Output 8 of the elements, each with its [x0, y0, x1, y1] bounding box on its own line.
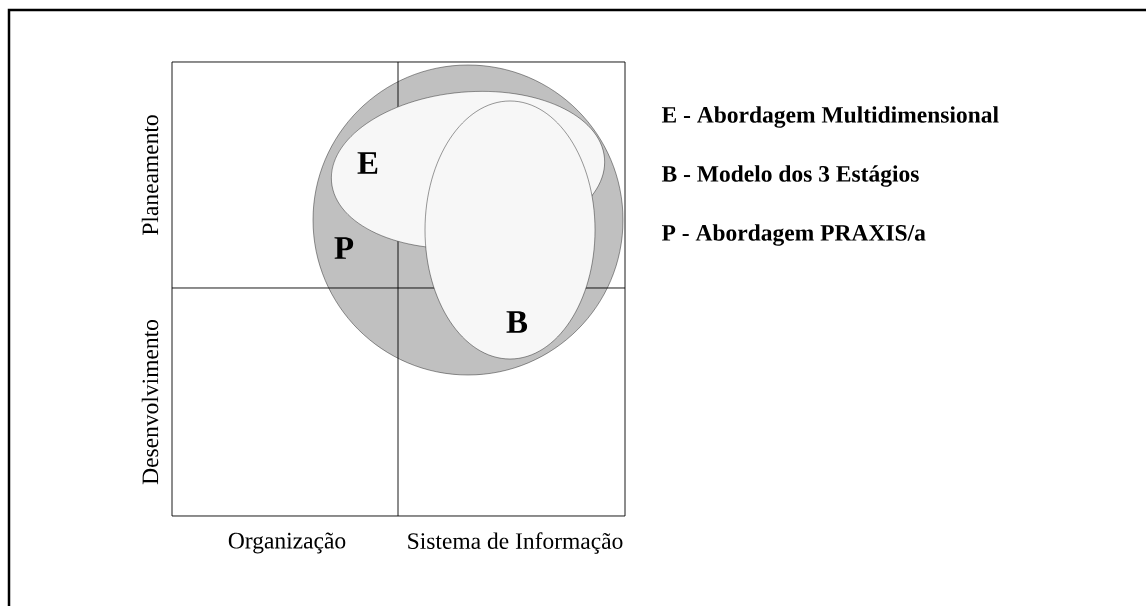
axis-label: Desenvolvimento — [141, 320, 159, 485]
legend-text: E - Abordagem Multidimensional — [661, 106, 999, 128]
axis-label: Organização — [228, 532, 346, 554]
axis-label: Sistema de Informação — [408, 532, 623, 554]
axis-label: Planeamento — [141, 115, 159, 235]
legend-text: B - Modelo dos 3 Estágios — [661, 165, 919, 187]
ellipse-region: B — [424, 100, 596, 360]
legend-text: P - Abordagem PRAXIS/a — [661, 224, 926, 246]
